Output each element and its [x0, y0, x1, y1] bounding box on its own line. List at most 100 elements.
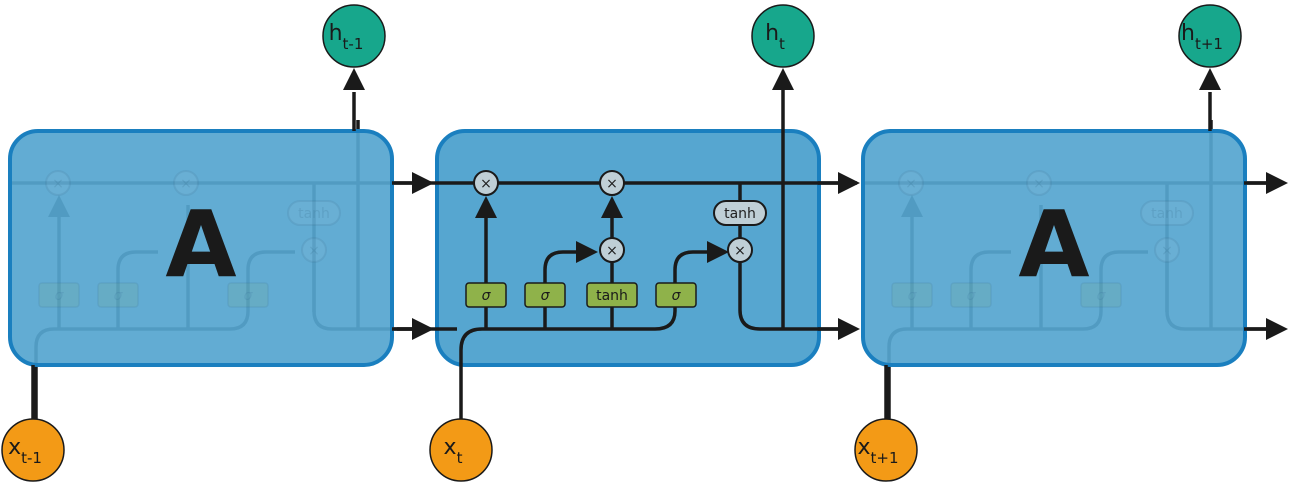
input-node-curr-circle	[429, 418, 493, 482]
multiply-symbol: ×	[1161, 243, 1173, 259]
hidden-node-curr-label: ht	[765, 21, 785, 53]
candidate-layer: tanh	[586, 282, 638, 308]
multiply-symbol: ×	[606, 243, 618, 259]
cell-box	[861, 129, 1247, 367]
hidden-node-curr: ht	[751, 4, 815, 68]
multiply-circle	[173, 170, 199, 196]
input-node-curr: xt	[429, 418, 493, 482]
lstm-cell-curr: × × × tanh × σ σ tanh σ	[397, 68, 857, 420]
tanh-label: tanh	[1151, 206, 1183, 222]
tanh-label: tanh	[724, 206, 756, 222]
hidden-arrow-3	[1266, 318, 1288, 340]
layer-box	[524, 282, 566, 308]
forget-multiply: ×	[473, 170, 499, 196]
cell-label-a: A	[165, 191, 236, 298]
input-node-next-label: xt+1	[857, 435, 898, 467]
cell-state-arrow-2	[838, 172, 860, 194]
multiply-circle	[727, 237, 753, 263]
input-gate: σ	[524, 282, 566, 308]
multiply-circle	[45, 170, 71, 196]
multiply-circle	[473, 170, 499, 196]
input-node-next: xt+1	[854, 418, 918, 482]
hidden-node-next-label: ht+1	[1181, 21, 1223, 53]
cell-box	[8, 129, 394, 367]
multiply-symbol: ×	[606, 176, 618, 192]
output-multiply: ×	[1154, 237, 1180, 263]
tanh-pill	[287, 200, 341, 226]
layer-label: σ	[1097, 288, 1107, 304]
hidden-path	[738, 262, 840, 331]
layer-box	[655, 282, 697, 308]
tanh-label: tanh	[298, 206, 330, 222]
input-path	[459, 250, 709, 420]
tanh-pill	[1140, 200, 1194, 226]
forget-gate: σ	[38, 282, 80, 308]
output-gate-arrow	[707, 241, 729, 263]
layer-box	[97, 282, 139, 308]
multiply-symbol: ×	[308, 243, 320, 259]
multiply-symbol: ×	[1033, 176, 1045, 192]
output-multiply: ×	[301, 237, 327, 263]
output-tanh: tanh	[713, 200, 767, 226]
multiply-symbol: ×	[905, 176, 917, 192]
input-multiply: ×	[1026, 170, 1052, 196]
layer-label: σ	[672, 288, 682, 304]
hidden-node-next: ht+1	[1178, 4, 1242, 68]
multiply-symbol: ×	[180, 176, 192, 192]
layer-label: σ	[541, 288, 551, 304]
input-gate: σ	[97, 282, 139, 308]
layer-box	[1080, 282, 1122, 308]
layer-label: σ	[482, 288, 492, 304]
input-multiply: ×	[173, 170, 199, 196]
layer-label: σ	[967, 288, 977, 304]
input-gate: σ	[950, 282, 992, 308]
hidden-arrow-1	[412, 318, 434, 340]
output-gate: σ	[227, 282, 269, 308]
multiply-circle	[301, 237, 327, 263]
multiply-circle	[599, 237, 625, 263]
input-node-next-circle	[854, 418, 918, 482]
layer-label: σ	[55, 288, 65, 304]
multiply-symbol: ×	[734, 243, 746, 259]
layer-label: σ	[244, 288, 254, 304]
layer-label: σ	[114, 288, 124, 304]
tanh-pill	[713, 200, 767, 226]
layer-box	[38, 282, 80, 308]
input-gate-arrow	[576, 241, 598, 263]
hidden-node-prev-label: ht-1	[329, 21, 364, 53]
forget-gate: σ	[465, 282, 507, 308]
multiply-circle	[599, 170, 625, 196]
layer-box	[227, 282, 269, 308]
forget-arrow	[475, 196, 497, 218]
hidden-arrow-2	[838, 318, 860, 340]
hidden-node-prev: ht-1	[322, 4, 386, 68]
h-up-arrow-3	[1199, 68, 1221, 90]
cell-state-arrow-1	[412, 172, 434, 194]
input-node-prev-circle	[1, 418, 65, 482]
multiply-circle	[898, 170, 924, 196]
output-tanh: tanh	[1140, 200, 1194, 226]
output-gate: σ	[1080, 282, 1122, 308]
multiply-circle	[1026, 170, 1052, 196]
forget-gate: σ	[891, 282, 933, 308]
multiply-circle	[1154, 237, 1180, 263]
multiply-symbol: ×	[480, 176, 492, 192]
faded-internals: × × tanh × σ σ σ	[38, 170, 341, 308]
layer-label: tanh	[596, 288, 628, 304]
hidden-node-next-circle	[1178, 4, 1242, 68]
layer-box	[465, 282, 507, 308]
candidate-multiply: ×	[599, 237, 625, 263]
multiply-symbol: ×	[52, 176, 64, 192]
hidden-node-prev-circle	[322, 4, 386, 68]
input-node-prev-label: xt-1	[8, 435, 42, 467]
connectors	[31, 68, 1288, 420]
input-node-prev: xt-1	[1, 418, 65, 482]
layer-box	[891, 282, 933, 308]
hidden-up-arrow	[772, 68, 794, 90]
output-tanh: tanh	[287, 200, 341, 226]
input-node-curr-label: xt	[444, 435, 463, 467]
h-up-arrow-1	[343, 68, 365, 90]
hidden-node-curr-circle	[751, 4, 815, 68]
